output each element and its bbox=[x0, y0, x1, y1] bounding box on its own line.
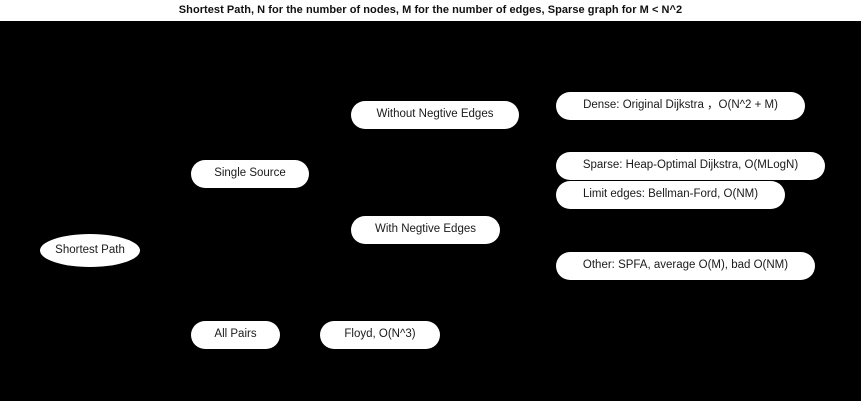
window-title-bar: Shortest Path, N for the number of nodes… bbox=[0, 0, 861, 22]
diagram-node-label: Other: SPFA, average O(M), bad O(NM) bbox=[582, 259, 789, 272]
diagram-node-label: Floyd, O(N^3) bbox=[344, 328, 416, 341]
diagram-node-root[interactable]: Shortest Path bbox=[40, 234, 140, 267]
page-title: Shortest Path, N for the number of nodes… bbox=[178, 4, 683, 16]
diagram-node-label: With Negtive Edges bbox=[375, 223, 476, 236]
diagram-edge-single-source-to-with-negative-edges bbox=[308, 173, 352, 231]
diagram-node-dense-dijkstra[interactable]: Dense: Original Dijkstra ，O(N^2 + M) bbox=[556, 92, 805, 120]
diagram-node-single-source[interactable]: Single Source bbox=[191, 160, 309, 188]
diagram-edge-without-negative-edges-to-sparse-dijkstra bbox=[518, 114, 557, 167]
diagram-node-spfa[interactable]: Other: SPFA, average O(M), bad O(NM) bbox=[556, 252, 815, 280]
diagram-node-label: Sparse: Heap-Optimal Dijkstra, O(MLogN) bbox=[582, 159, 799, 172]
diagram-node-sparse-dijkstra[interactable]: Sparse: Heap-Optimal Dijkstra, O(MLogN) bbox=[556, 152, 825, 180]
diagram-edge-root-to-all-pairs bbox=[139, 250, 192, 336]
diagram-node-label: Dense: Original Dijkstra ，O(N^2 + M) bbox=[583, 99, 778, 112]
diagram-node-label: Without Negtive Edges bbox=[376, 108, 494, 121]
diagram-edge-without-negative-edges-to-dense-dijkstra bbox=[518, 105, 557, 116]
diagram-node-all-pairs[interactable]: All Pairs bbox=[191, 321, 280, 349]
diagram-edge-root-to-single-source bbox=[139, 173, 192, 251]
diagram-node-label: Shortest Path bbox=[55, 243, 125, 256]
diagram-node-bellman-ford[interactable]: Limit edges: Bellman-Ford, O(NM) bbox=[556, 181, 785, 209]
diagram-edge-with-negative-edges-to-spfa bbox=[499, 229, 557, 267]
diagram-node-label: Single Source bbox=[214, 167, 286, 180]
diagram-node-with-negative-edges[interactable]: With Negtive Edges bbox=[351, 216, 500, 244]
diagram-node-without-negative-edges[interactable]: Without Negtive Edges bbox=[351, 101, 519, 129]
diagram-node-label: Limit edges: Bellman-Ford, O(NM) bbox=[582, 188, 759, 201]
diagram-node-label: All Pairs bbox=[214, 328, 257, 341]
diagram-edge-single-source-to-without-negative-edges bbox=[308, 114, 352, 175]
diagram-edge-with-negative-edges-to-bellman-ford bbox=[499, 194, 557, 231]
diagram-node-floyd[interactable]: Floyd, O(N^3) bbox=[320, 321, 440, 349]
